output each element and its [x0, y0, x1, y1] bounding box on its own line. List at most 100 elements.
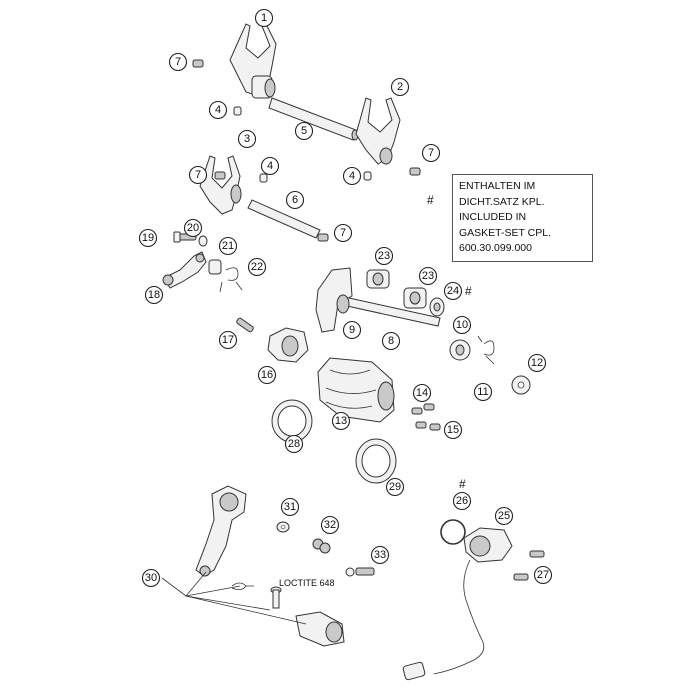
callout-9: 9 [342, 320, 362, 340]
callout-26: 26 [452, 491, 472, 511]
o-ring-26 [440, 519, 466, 545]
note-marker: # [427, 193, 434, 207]
roller-4 [233, 106, 372, 183]
callout-23b: 23 [418, 266, 438, 286]
svg-text:6: 6 [292, 194, 298, 206]
callout-1: 1 [254, 8, 274, 28]
callout-20: 20 [183, 218, 203, 238]
fork-shaft-5 [268, 97, 359, 141]
svg-text:21: 21 [222, 240, 234, 252]
svg-text:4: 4 [349, 170, 355, 182]
callout-4b: 4 [260, 156, 280, 176]
svg-text:14: 14 [416, 387, 428, 399]
svg-text:15: 15 [447, 424, 459, 436]
callout-4a: 4 [208, 100, 228, 120]
callout-29: 29 [385, 477, 405, 497]
callout-11: 11 [473, 382, 493, 402]
callout-19: 19 [138, 228, 158, 248]
callout-23a: 23 [374, 246, 394, 266]
svg-text:28: 28 [288, 438, 300, 450]
callout-7b: 7 [188, 165, 208, 185]
note-line-4: GASKET-SET CPL. [459, 226, 552, 239]
hash-marker-26: # [459, 477, 466, 491]
svg-text:1: 1 [261, 12, 267, 24]
callout-5: 5 [294, 121, 314, 141]
svg-text:7: 7 [428, 147, 434, 159]
bearing-29 [355, 438, 397, 484]
shift-fork-2 [355, 97, 401, 165]
locking-lever-18 [162, 251, 207, 289]
callout-22: 22 [247, 257, 267, 277]
callout-24: 24 [443, 281, 463, 301]
svg-text:9: 9 [349, 324, 355, 336]
svg-text:11: 11 [477, 386, 488, 398]
callout-4c: 4 [342, 166, 362, 186]
callout-32: 32 [320, 515, 340, 535]
svg-text:10: 10 [456, 319, 468, 331]
note-line-5: 600.30.099.000 [459, 242, 532, 254]
svg-text:29: 29 [389, 481, 401, 493]
callout-16: 16 [257, 365, 277, 385]
svg-text:7: 7 [175, 56, 181, 68]
leader-lines-30 [161, 571, 307, 625]
svg-text:18: 18 [148, 289, 160, 301]
gasket-set-note: ENTHALTEN IM DICHT.SATZ KPL. INCLUDED IN… [452, 174, 593, 262]
callout-7c: 7 [421, 143, 441, 163]
callout-7a: 7 [168, 52, 188, 72]
gear-sensor-25 [402, 527, 513, 681]
spring-22 [219, 267, 243, 293]
svg-text:27: 27 [537, 569, 549, 581]
callout-7d: 7 [333, 223, 353, 243]
svg-text:5: 5 [301, 125, 307, 137]
callout-28: 28 [284, 434, 304, 454]
bushing-21 [208, 259, 222, 275]
loctite-label: LOCTITE 648 [279, 578, 335, 588]
fork-shaft-6 [247, 199, 321, 239]
shift-fork-3 [199, 155, 242, 215]
svg-text:17: 17 [222, 334, 234, 346]
svg-text:4: 4 [267, 160, 273, 172]
shift-star-16 [267, 327, 309, 363]
seal-24 [429, 297, 445, 317]
shift-lever-30 [195, 485, 247, 577]
bearing-28 [271, 399, 313, 443]
pin-14 [411, 403, 435, 415]
screw-27 [513, 550, 545, 581]
screw-17 [236, 317, 254, 333]
callout-25: 25 [494, 506, 514, 526]
spring-clip [231, 582, 254, 590]
lock-washer-32 [312, 538, 331, 554]
hash-marker-24: # [465, 284, 472, 298]
callout-27: 27 [533, 565, 553, 585]
svg-text:3: 3 [244, 133, 250, 145]
pin-30-stud [270, 586, 282, 609]
washer-12 [511, 375, 531, 395]
bolt-19 [173, 231, 197, 243]
callout-6: 6 [285, 190, 305, 210]
washer-20 [198, 235, 208, 247]
svg-text:22: 22 [251, 261, 263, 273]
note-line-2: DICHT.SATZ KPL. [459, 195, 545, 208]
svg-text:7: 7 [195, 169, 201, 181]
svg-text:23: 23 [422, 270, 434, 282]
svg-text:20: 20 [187, 222, 199, 234]
callout-2: 2 [390, 77, 410, 97]
callout-15: 15 [443, 420, 463, 440]
callout-14: 14 [412, 383, 432, 403]
shift-fork-1 [229, 23, 277, 99]
svg-text:7: 7 [340, 227, 346, 239]
shift-drum-13 [317, 357, 395, 423]
callout-13: 13 [331, 411, 351, 431]
callout-17: 17 [218, 330, 238, 350]
note-line-1: ENTHALTEN IM [459, 180, 536, 192]
pin-7 [192, 59, 421, 242]
svg-text:2: 2 [397, 81, 403, 93]
callout-12: 12 [527, 353, 547, 373]
svg-text:12: 12 [531, 357, 543, 369]
spring-11 [477, 335, 495, 365]
svg-text:8: 8 [388, 335, 394, 347]
callout-3: 3 [237, 129, 257, 149]
svg-text:32: 32 [324, 519, 336, 531]
bearing-23 [366, 269, 427, 309]
